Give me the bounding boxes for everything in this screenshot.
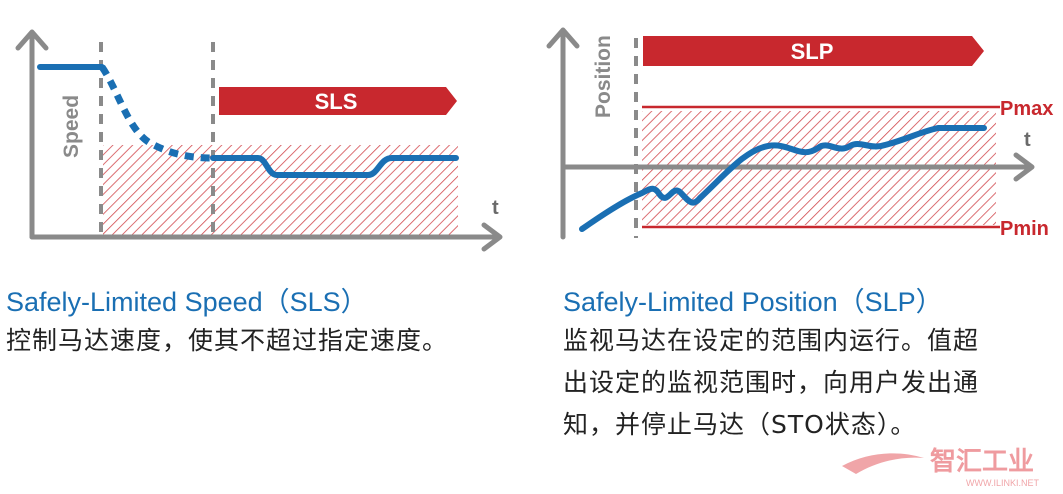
slp-diagram: Pmax Pmin SLP Position t — [546, 27, 1053, 240]
position-curve — [579, 125, 987, 232]
sls-title: Safely-Limited Speed（SLS） — [6, 287, 368, 317]
y-axis — [15, 29, 49, 240]
sls-description: 控制马达速度，使其不超过指定速度。 — [6, 326, 449, 355]
slp-banner-label: SLP — [791, 39, 834, 64]
x-axis — [560, 152, 1035, 182]
x-axis-label: t — [1024, 129, 1031, 151]
sls-caption: Safely-Limited Speed（SLS） 控制马达速度，使其不超过指定… — [6, 284, 476, 362]
y-axis-label: Position — [592, 35, 615, 118]
speed-deceleration-curve — [99, 65, 214, 162]
x-axis — [29, 222, 503, 252]
pmin-label: Pmin — [1000, 218, 1049, 240]
slp-caption: Safely-Limited Position（SLP） 监视马达在设定的范围内… — [563, 284, 1003, 446]
slp-title: Safely-Limited Position（SLP） — [563, 287, 943, 317]
y-axis — [546, 27, 580, 240]
pmax-label: Pmax — [1000, 98, 1053, 120]
sls-banner — [219, 87, 457, 115]
x-axis-label: t — [492, 197, 499, 219]
sls-diagram: SLS Speed t — [15, 29, 503, 252]
speed-limited-curve — [210, 155, 459, 178]
swoosh-icon — [842, 453, 924, 474]
slp-description: 监视马达在设定的范围内运行。值超出设定的监视范围时，向用户发出通知，并停止马达（… — [563, 326, 980, 439]
watermark-url: WWW.ILINKI.NET — [966, 478, 1040, 488]
y-axis-label: Speed — [60, 95, 83, 158]
watermark-logo: 智汇工业 WWW.ILINKI.NET — [842, 447, 1040, 488]
watermark-text: 智汇工业 — [930, 447, 1034, 477]
sls-banner-label: SLS — [315, 89, 358, 114]
slp-banner — [643, 36, 984, 66]
